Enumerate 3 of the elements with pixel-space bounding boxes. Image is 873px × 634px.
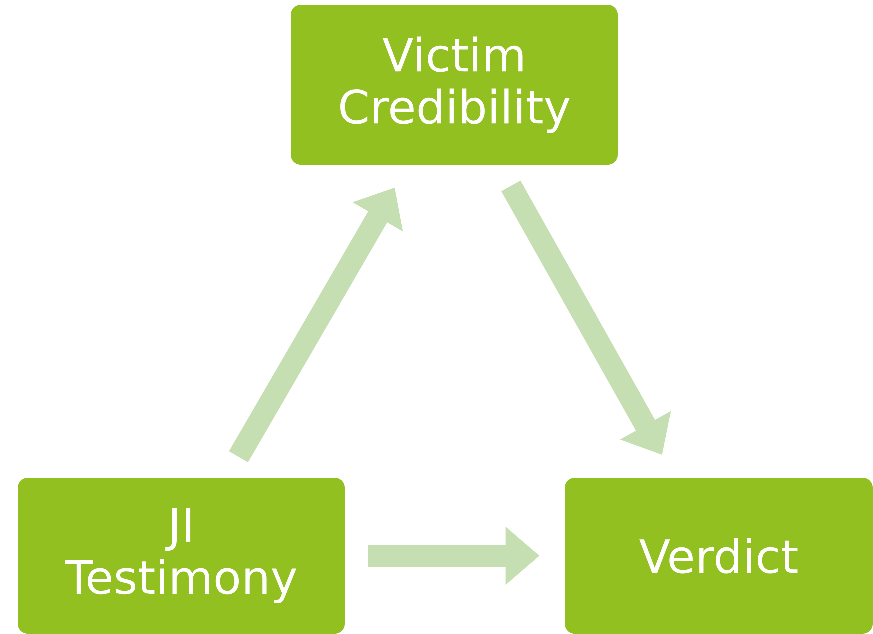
- process-box: Victim Credibility: [291, 5, 618, 165]
- process-box: JI Testimony: [18, 478, 345, 634]
- process-box: Verdict: [565, 478, 873, 634]
